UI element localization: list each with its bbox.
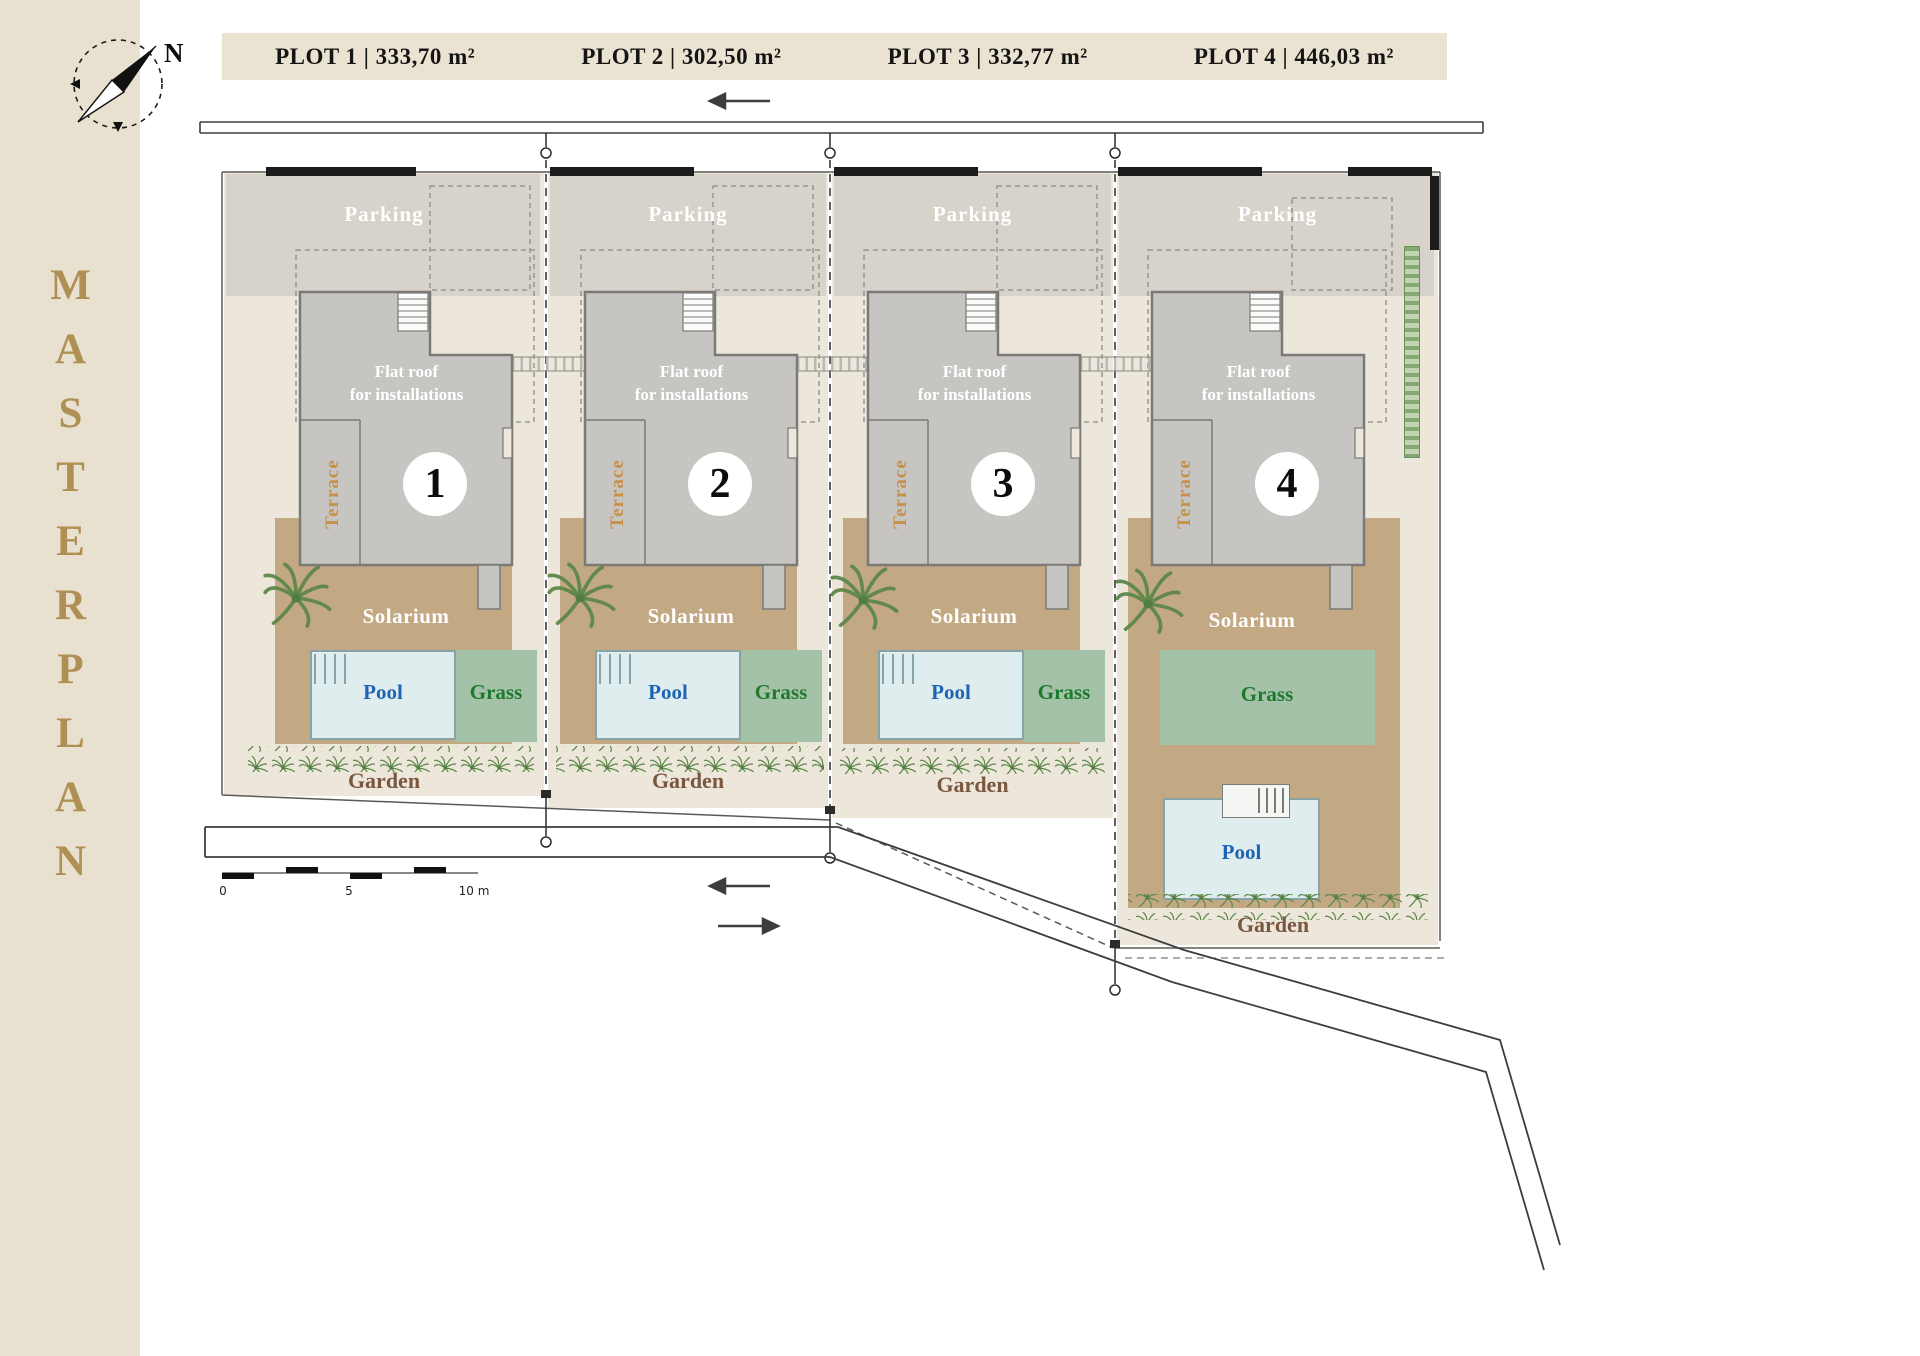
garden-label: Garden <box>936 772 1009 797</box>
plot-1-title: PLOT 1 | 333,70 m² <box>275 43 476 69</box>
terrace-label: Terrace <box>1174 459 1195 529</box>
plot-3-grass-area <box>1023 650 1105 742</box>
plot-3-pool-area <box>878 650 1024 740</box>
plot-1-pool-area <box>310 650 456 740</box>
pool-label: Pool <box>1221 840 1262 864</box>
pool-steps-icon <box>314 654 348 684</box>
flat-roof-line1: Flat roof <box>659 362 724 381</box>
garden-label: Garden <box>347 768 421 793</box>
villa-number-badge: 2 <box>688 452 752 516</box>
flat-roof-label: Flat roof for installations <box>1156 360 1361 406</box>
grass-label: Grass <box>469 680 523 704</box>
plot-1-parking-area <box>226 174 540 296</box>
plot-divider-2 <box>824 133 836 864</box>
parking-label: Parking <box>1237 202 1318 226</box>
flat-roof-label: Flat roof for installations <box>589 360 794 406</box>
scale-bar <box>222 867 478 879</box>
flat-roof-line1: Flat roof <box>374 362 439 381</box>
plot-2-pool-area <box>595 650 741 740</box>
flat-roof-label: Flat roof for installations <box>304 360 509 406</box>
solarium-label: Solarium <box>647 604 735 628</box>
boundary-walls <box>266 167 1439 250</box>
terrace-label: Terrace <box>607 459 628 529</box>
pool-steps-icon <box>599 654 633 684</box>
terrace-label: Terrace <box>322 459 343 529</box>
grass-label: Grass <box>1037 680 1091 704</box>
pool-house-stairs-icon <box>1258 788 1286 813</box>
plot-2-parking-area <box>550 174 826 296</box>
villa-number-badge: 1 <box>403 452 467 516</box>
parking-label: Parking <box>344 202 424 226</box>
flat-roof-line1: Flat roof <box>1226 362 1291 381</box>
scale-end-label: 10 m <box>458 884 490 898</box>
hedge-strip <box>1404 246 1420 458</box>
bottom-road <box>204 826 1561 1271</box>
villa-number-badge: 4 <box>1255 452 1319 516</box>
terrace-label: Terrace <box>890 459 911 529</box>
compass-dial <box>70 39 163 132</box>
plot-2-grass-area <box>740 650 822 742</box>
compass-needle <box>112 46 156 92</box>
pool-house <box>1222 784 1290 818</box>
pool-steps-icon <box>882 654 916 684</box>
garden-palm-rows <box>248 746 1428 920</box>
plot-4-parking-area <box>1119 174 1434 296</box>
villa-number-badge: 3 <box>971 452 1035 516</box>
pool-label: Pool <box>363 680 403 704</box>
compass-rose: N <box>70 38 184 132</box>
parking-label: Parking <box>648 202 728 226</box>
garden-label: Garden <box>1236 912 1310 937</box>
plot-1-grass-area <box>455 650 537 742</box>
flat-roof-line2: for installations <box>634 385 749 404</box>
plot-4-grass-area <box>1160 650 1375 745</box>
north-label: N <box>164 38 184 68</box>
garden-label: Garden <box>651 768 725 793</box>
parking-bays-dashed <box>295 185 1393 423</box>
flat-roof-line2: for installations <box>1201 385 1316 404</box>
plot-2-title: PLOT 2 | 302,50 m² <box>581 43 782 69</box>
sidebar <box>0 0 140 1356</box>
parking-label: Parking <box>932 202 1013 226</box>
direction-arrow-right <box>718 917 781 935</box>
pool-label: Pool <box>648 680 688 704</box>
plot-divider-1 <box>540 133 552 848</box>
solarium-label: Solarium <box>930 604 1018 628</box>
plot-header-bar: PLOT 1 | 333,70 m² PLOT 2 | 302,50 m² PL… <box>222 33 1447 80</box>
direction-arrow-top <box>707 92 770 110</box>
pool-label: Pool <box>931 680 971 704</box>
site-boundary <box>221 171 1448 959</box>
building-connectors <box>512 356 1152 372</box>
top-road <box>199 121 1484 134</box>
solarium-label: Solarium <box>362 604 450 628</box>
plot-4-title: PLOT 4 | 446,03 m² <box>1193 43 1394 69</box>
solarium-label: Solarium <box>1208 608 1296 632</box>
flat-roof-line2: for installations <box>917 385 1032 404</box>
flat-roof-label: Flat roof for installations <box>872 360 1077 406</box>
grass-label: Grass <box>1240 682 1294 706</box>
page-title: MASTERPLAN <box>47 262 94 902</box>
scale-zero-label: 0 <box>219 884 227 898</box>
flat-roof-line2: for installations <box>349 385 464 404</box>
flat-roof-line1: Flat roof <box>942 362 1007 381</box>
grass-label: Grass <box>754 680 808 704</box>
scale-mid-label: 5 <box>345 884 353 898</box>
plot-divider-3 <box>1109 133 1121 996</box>
plot-3-parking-area <box>834 174 1111 296</box>
plot-3-title: PLOT 3 | 332,77 m² <box>887 43 1088 69</box>
direction-arrow-left <box>707 877 770 895</box>
